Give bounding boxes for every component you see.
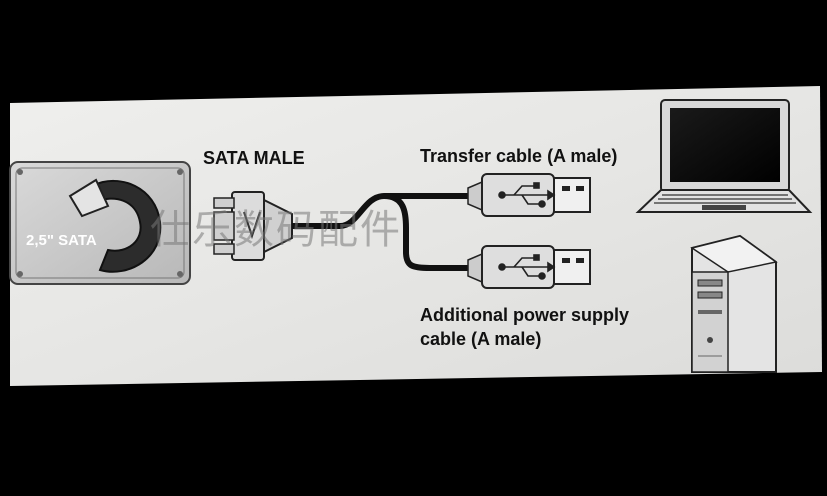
usb-plug-transfer xyxy=(467,173,591,217)
watermark-text: 仕乐数码配件 xyxy=(150,207,402,253)
power-cable-label-line2: cable (A male) xyxy=(420,329,542,349)
sata-connector-icon xyxy=(213,191,293,261)
desktop-tower-icon xyxy=(690,234,778,373)
transfer-cable-label: Transfer cable (A male) xyxy=(420,146,618,166)
usb-symbol-icon xyxy=(498,254,556,280)
power-cable-label: Additional power supply cable (A male) xyxy=(420,303,629,351)
usb-plug-power xyxy=(467,245,591,289)
cable-lines xyxy=(292,193,472,271)
hard-drive-icon xyxy=(9,161,191,285)
power-cable-label-line1: Additional power supply xyxy=(420,305,630,325)
hdd-label: 2,5" SATA xyxy=(26,232,97,249)
laptop-icon xyxy=(635,99,813,213)
sata-male-label: SATA MALE xyxy=(203,148,305,168)
paper-background xyxy=(10,86,822,386)
usb-symbol-icon xyxy=(498,182,556,208)
